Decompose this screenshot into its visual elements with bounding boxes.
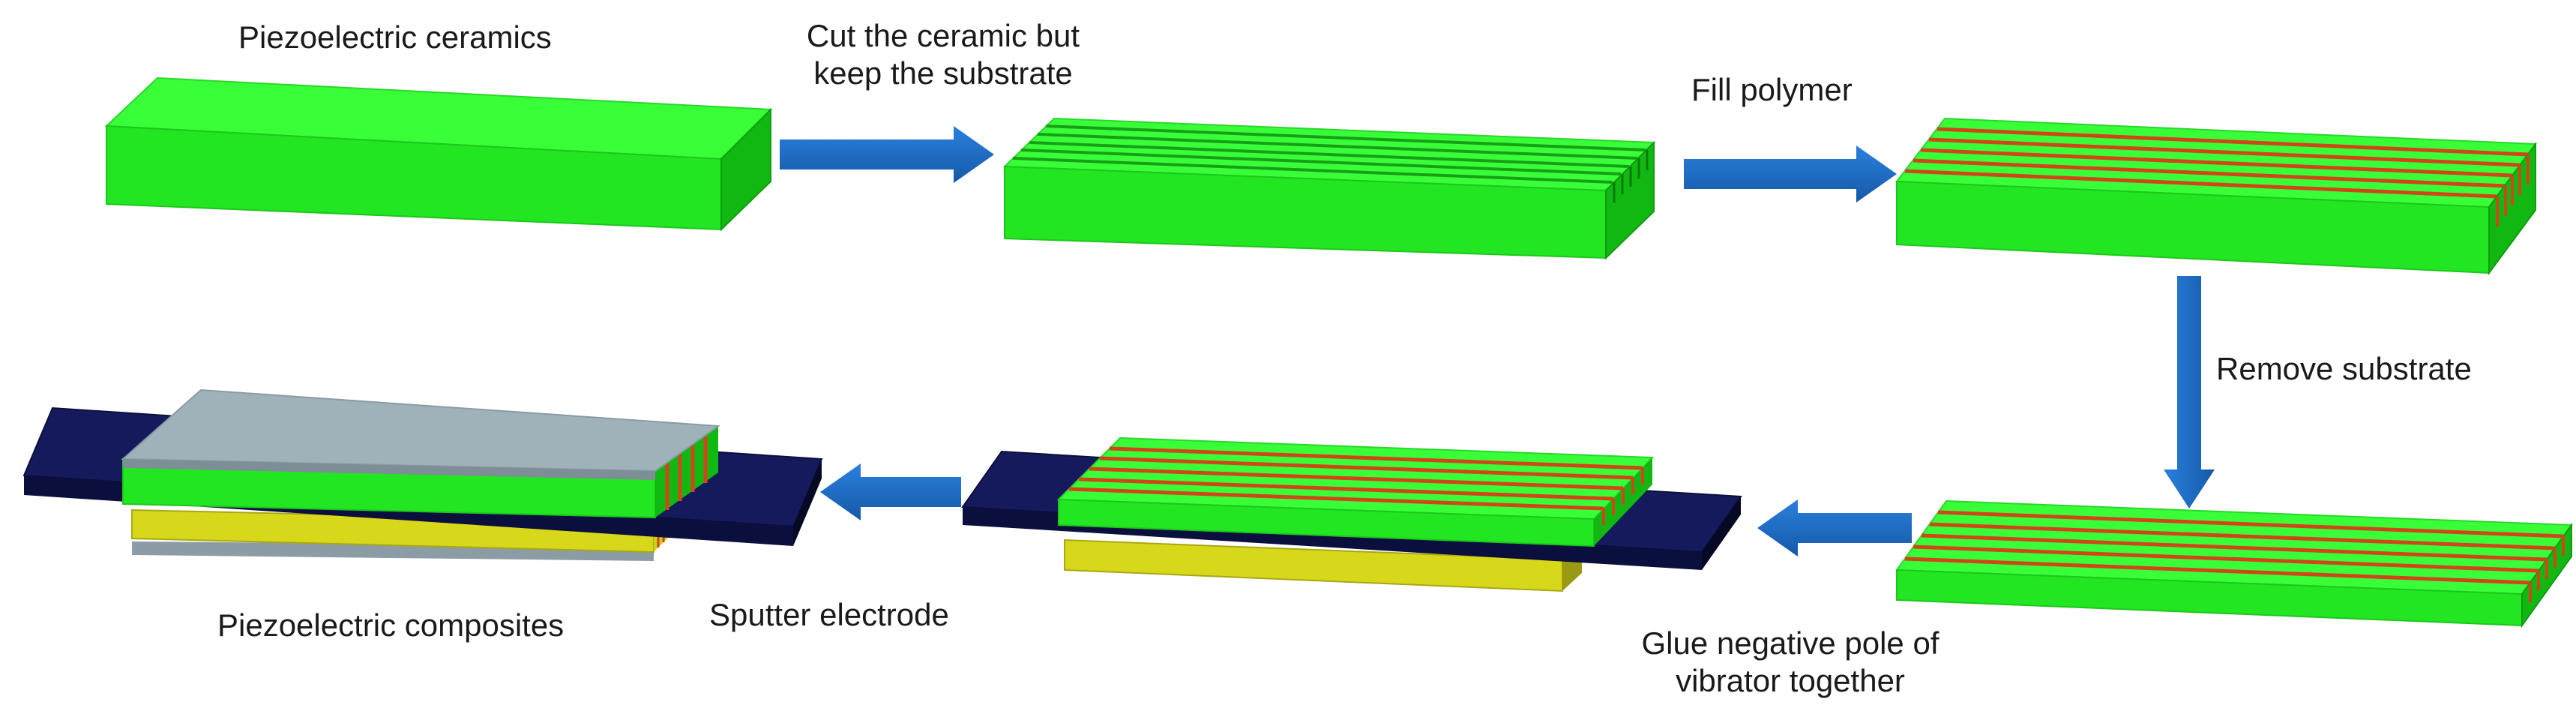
thin-slab-stripes-top (1904, 510, 2564, 585)
navy-plate-side (1702, 496, 1741, 570)
label-sputter-electrode: Sputter electrode (709, 597, 949, 632)
cut-lines (1012, 124, 1646, 184)
composite-green-side (655, 426, 718, 518)
ceramic-block (104, 76, 773, 232)
label-glue-line2: vibrator together (1676, 663, 1905, 698)
glued-slab-stripes-side (1602, 468, 1644, 525)
composite-navy-side (793, 459, 822, 546)
composite-green-stripes (665, 436, 708, 510)
filled-block (1895, 117, 2537, 276)
label-cut-line1: Cut the ceramic but (807, 18, 1080, 53)
label-cut-line2: keep the substrate (813, 56, 1073, 91)
label-fill-polymer: Fill polymer (1691, 72, 1853, 107)
label-glue-line1: Glue negative pole of (1642, 626, 1939, 661)
polymer-stripes-side (2496, 154, 2530, 226)
label-piezo-ceramics: Piezoelectric ceramics (238, 20, 552, 55)
top-electrode-front (123, 459, 655, 480)
label-remove-substrate: Remove substrate (2216, 351, 2472, 386)
arrow-left-2 (820, 464, 961, 520)
polymer-stripes-top (1904, 127, 2529, 199)
glued-assembly (961, 436, 1742, 592)
glued-slab-stripes (1068, 446, 1643, 511)
ceramic-block-side (720, 107, 771, 232)
thin-slab-stripes-side (2529, 536, 2565, 602)
label-piezo-composites: Piezoelectric composites (217, 608, 564, 643)
arrow-down (2164, 276, 2215, 508)
cut-ceramic-block (1002, 117, 1656, 260)
cut-side-slits (1613, 150, 1649, 202)
top-electrode-top (121, 388, 720, 472)
thin-slab (1895, 500, 2573, 628)
arrow-left-1 (1757, 500, 1912, 556)
arrow-right-2 (1684, 146, 1897, 202)
arrow-right-1 (780, 126, 994, 183)
composite-assembly (22, 388, 823, 561)
